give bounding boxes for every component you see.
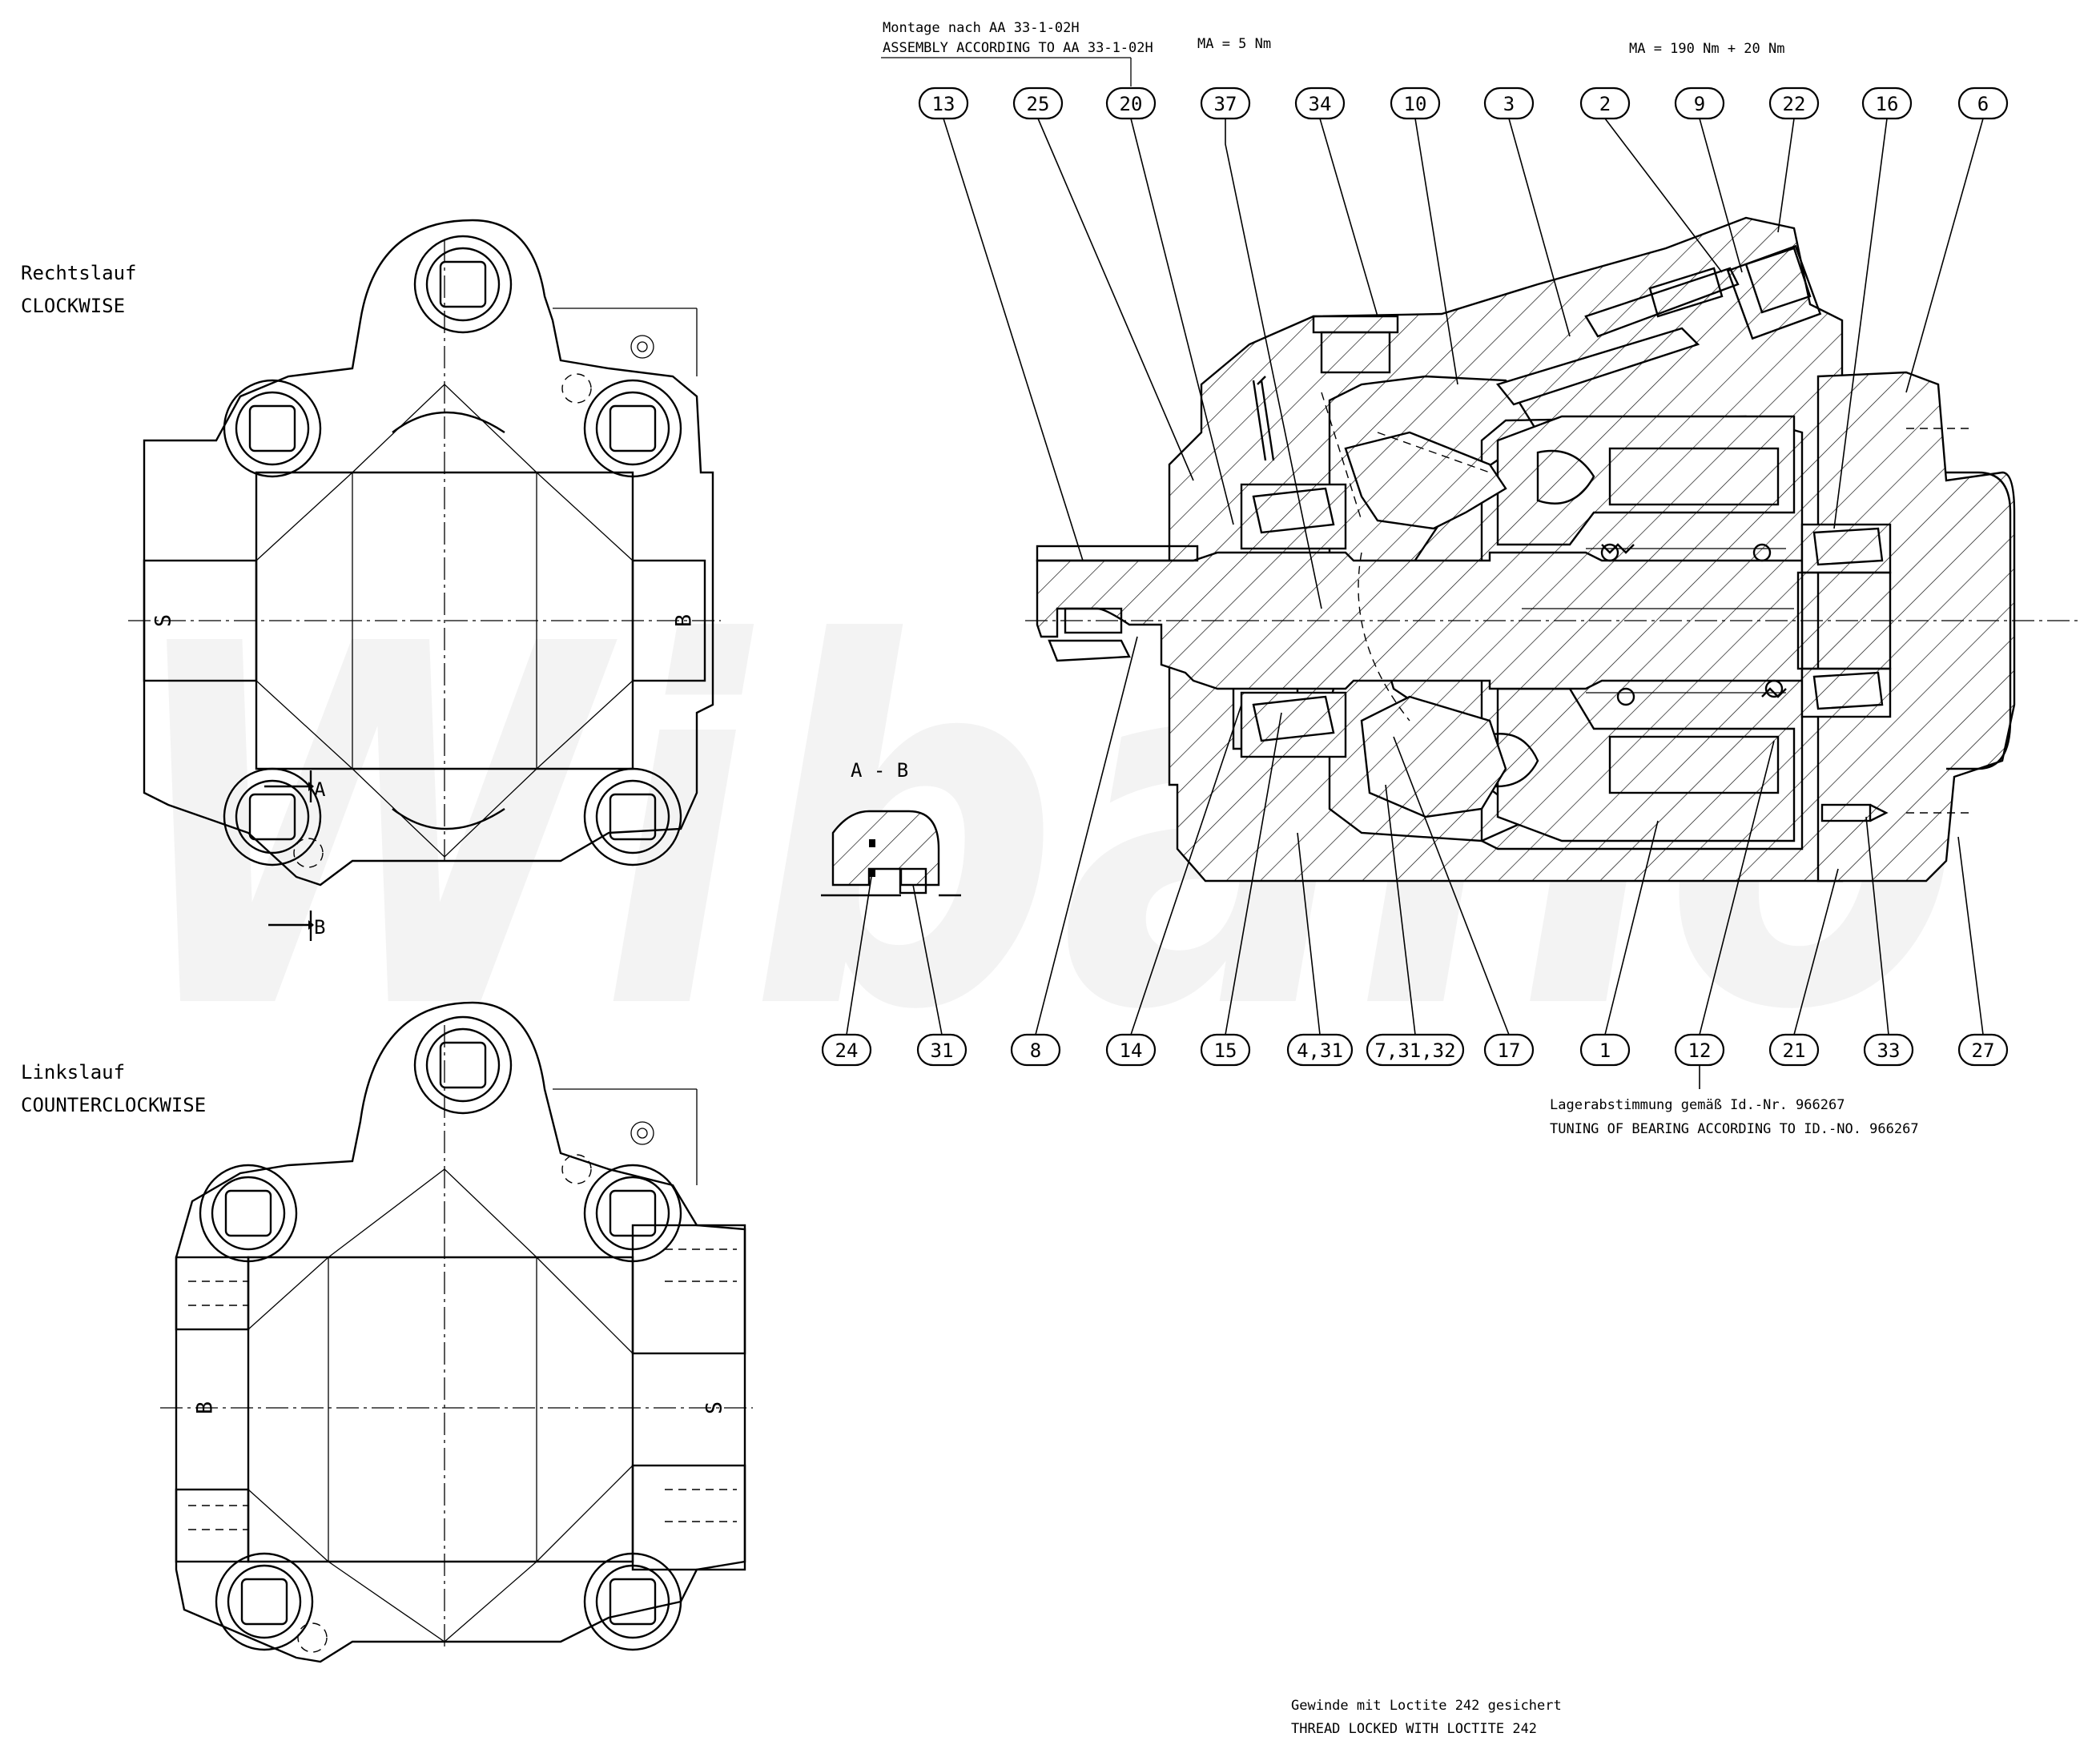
- callout-bubble: 21: [1768, 1033, 1820, 1067]
- callout-bubble: 4,31: [1286, 1033, 1354, 1067]
- svg-text:B: B: [314, 916, 325, 939]
- svg-text:33: 33: [1877, 1039, 1901, 1062]
- thread-note-en: THREAD LOCKED WITH LOCTITE 242: [1291, 1721, 1537, 1737]
- rear-bearing: [1800, 523, 1892, 718]
- svg-text:24: 24: [835, 1039, 859, 1062]
- svg-text:7,31,32: 7,31,32: [1374, 1039, 1455, 1062]
- callout-bubble: 27: [1957, 1033, 2009, 1067]
- callouts-bottom: 24 31 8 14 15 4,31 7,31,32 17: [821, 636, 2009, 1089]
- svg-text:31: 31: [931, 1039, 954, 1062]
- bolt-head: [215, 1552, 314, 1651]
- port-s-label: S: [151, 614, 176, 627]
- callout-bubble: 1: [1579, 1033, 1631, 1067]
- svg-text:37: 37: [1214, 93, 1237, 115]
- svg-text:1: 1: [1599, 1039, 1611, 1062]
- bolt-head: [583, 767, 682, 866]
- port-b-label: B: [193, 1401, 218, 1414]
- clockwise-label-de: Rechtslauf: [21, 262, 137, 284]
- bolt-head: [583, 379, 682, 478]
- assembly-note-en: ASSEMBLY ACCORDING TO AA 33-1-02H: [883, 40, 1153, 56]
- annotations: Montage nach AA 33-1-02H ASSEMBLY ACCORD…: [881, 20, 1919, 1737]
- callout-bubble: 10: [1390, 86, 1441, 120]
- callout-bubble: 20: [1105, 86, 1157, 120]
- bolt-head: [413, 1015, 513, 1115]
- svg-text:16: 16: [1876, 93, 1899, 115]
- callout-bubble: 17: [1483, 1033, 1535, 1067]
- bearing-note-de: Lagerabstimmung gemäß Id.-Nr. 966267: [1550, 1097, 1845, 1113]
- svg-text:A: A: [314, 778, 326, 801]
- callout-bubble: 16: [1861, 86, 1913, 120]
- assembly-note-de: Montage nach AA 33-1-02H: [883, 20, 1080, 36]
- section-marker-b: B: [268, 911, 325, 941]
- bolt-head: [223, 767, 322, 866]
- dowel-pin: [1820, 803, 1872, 822]
- port-b-label: B: [672, 614, 697, 627]
- svg-text:6: 6: [1977, 93, 1989, 115]
- end-cover: [1816, 371, 2016, 883]
- callout-bubble: 34: [1294, 86, 1346, 120]
- callout-bubble: 6: [1957, 86, 2009, 120]
- bolt-head: [199, 1164, 298, 1263]
- thread-note-de: Gewinde mit Loctite 242 gesichert: [1291, 1698, 1562, 1714]
- svg-text:3: 3: [1503, 93, 1515, 115]
- svg-text:22: 22: [1783, 93, 1806, 115]
- svg-text:12: 12: [1688, 1039, 1712, 1062]
- clockwise-label-en: CLOCKWISE: [21, 295, 125, 317]
- counterclockwise-view: Linkslauf COUNTERCLOCKWISE: [21, 1001, 753, 1663]
- bolt-head: [583, 1164, 682, 1263]
- svg-text:10: 10: [1404, 93, 1427, 115]
- svg-text:17: 17: [1498, 1039, 1521, 1062]
- svg-text:25: 25: [1027, 93, 1050, 115]
- callout-bubble: 31: [916, 1033, 968, 1067]
- svg-text:20: 20: [1120, 93, 1143, 115]
- callout-bubble: 9: [1674, 86, 1725, 120]
- callout-bubble: 37: [1200, 86, 1251, 120]
- front-bearing: [1240, 483, 1347, 758]
- plug-screw: [1312, 315, 1399, 374]
- bearing-note-en: TUNING OF BEARING ACCORDING TO ID.-NO. 9…: [1550, 1121, 1919, 1137]
- port-s-label: S: [702, 1401, 727, 1414]
- svg-text:8: 8: [1030, 1039, 1041, 1062]
- svg-text:27: 27: [1972, 1039, 1995, 1062]
- svg-text:34: 34: [1309, 93, 1332, 115]
- callout-bubble: 13: [918, 86, 969, 120]
- counterclockwise-label-de: Linkslauf: [21, 1061, 125, 1084]
- callout-bubble: 24: [821, 1033, 872, 1067]
- callout-bubble: 22: [1768, 86, 1820, 120]
- clockwise-view: Rechtslauf CLOCKWISE: [21, 219, 721, 941]
- callout-bubble: 15: [1200, 1033, 1251, 1067]
- svg-text:21: 21: [1783, 1039, 1806, 1062]
- callout-bubble: 25: [1012, 86, 1064, 120]
- callout-bubble: 7,31,32: [1366, 1033, 1465, 1067]
- callout-bubble: 8: [1010, 1033, 1061, 1067]
- callout-bubble: 2: [1579, 86, 1631, 120]
- svg-text:14: 14: [1120, 1039, 1143, 1062]
- bolt-head: [583, 1552, 682, 1651]
- callout-bubble: 14: [1105, 1033, 1157, 1067]
- torque-note-small: MA = 5 Nm: [1197, 36, 1271, 52]
- bolt-head: [223, 379, 322, 478]
- counterclockwise-label-en: COUNTERCLOCKWISE: [21, 1094, 206, 1116]
- svg-text:15: 15: [1214, 1039, 1237, 1062]
- callouts-top: 13 25 20 37 34 10 3 2: [918, 86, 2009, 609]
- pump-cross-section: [1025, 216, 2082, 883]
- control-valve: [1495, 244, 1822, 406]
- callout-bubble: 12: [1674, 1033, 1725, 1067]
- section-ab-title: A - B: [851, 759, 908, 782]
- swash-plate: [1344, 431, 1507, 530]
- svg-text:13: 13: [932, 93, 955, 115]
- section-marker-a: A: [264, 770, 326, 802]
- section-ab-detail: A - B: [821, 759, 961, 897]
- svg-text:9: 9: [1694, 93, 1705, 115]
- svg-text:2: 2: [1599, 93, 1611, 115]
- callout-bubble: 33: [1863, 1033, 1914, 1067]
- svg-text:4,31: 4,31: [1297, 1039, 1343, 1062]
- callout-bubble: 3: [1483, 86, 1535, 120]
- bolt-head: [413, 235, 513, 334]
- torque-note-large: MA = 190 Nm + 20 Nm: [1629, 41, 1784, 57]
